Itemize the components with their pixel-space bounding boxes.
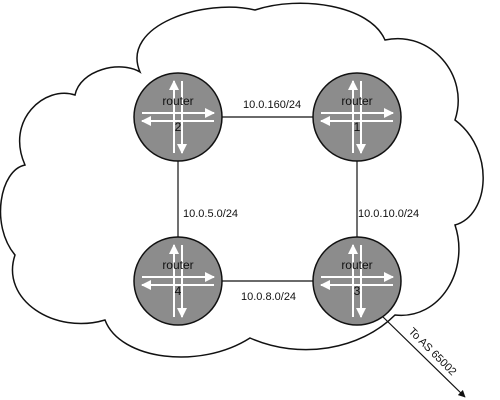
router-3: router 3 — [312, 236, 402, 326]
link-label-2-1: 10.0.160/24 — [243, 99, 301, 111]
external-link-label: To AS 65002 — [406, 326, 459, 379]
router-number: 3 — [354, 284, 361, 298]
router-1: router 1 — [312, 72, 402, 162]
router-arrows-icon — [320, 244, 394, 318]
link-label-4-3: 10.0.8.0/24 — [241, 291, 296, 303]
routers-layer: router 1 router 2 router 3 router 4 — [133, 72, 402, 326]
router-arrows-icon — [320, 80, 394, 154]
router-label: router — [341, 258, 372, 272]
router-body — [312, 72, 402, 162]
router-label: router — [341, 94, 372, 108]
router-number: 2 — [175, 120, 182, 134]
router-number: 1 — [354, 120, 361, 134]
router-arrows-icon — [141, 80, 215, 154]
link-label-1-3: 10.0.10.0/24 — [358, 208, 419, 220]
router-arrows-icon — [141, 244, 215, 318]
router-label: router — [162, 94, 193, 108]
links-layer — [177, 116, 466, 398]
external-link-arrow — [381, 315, 466, 398]
router-number: 4 — [175, 284, 182, 298]
router-label: router — [162, 258, 193, 272]
router-2: router 2 — [133, 72, 223, 162]
router-body — [133, 236, 223, 326]
router-body — [312, 236, 402, 326]
router-body — [133, 72, 223, 162]
as-cloud — [0, 2, 484, 358]
link-label-2-4: 10.0.5.0/24 — [183, 208, 238, 220]
router-4: router 4 — [133, 236, 223, 326]
